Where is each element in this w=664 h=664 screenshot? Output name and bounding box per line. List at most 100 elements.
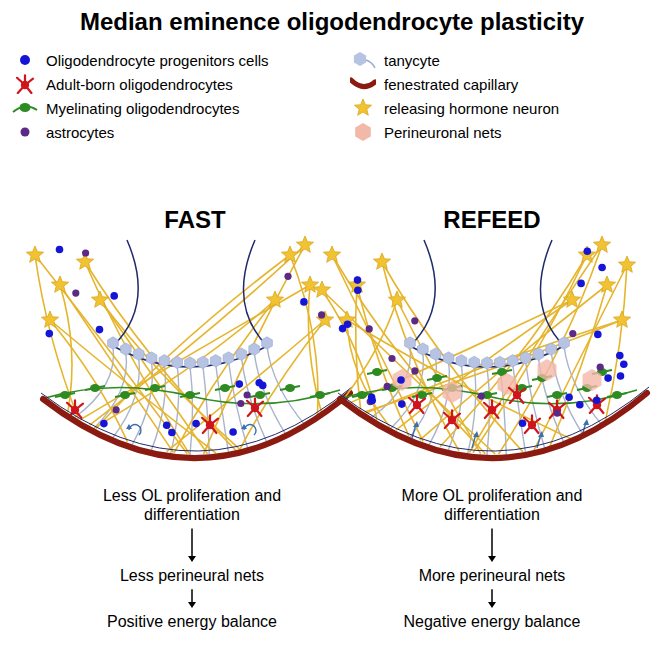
progenitor-cell [620,361,628,369]
proliferation-arrow [473,431,479,437]
legend-item: tanycyte [350,50,440,70]
astrocyte [478,393,485,400]
releasing-hormone-neuron [296,236,313,252]
neuron-axon [85,262,190,454]
proliferation-arrow [244,425,256,435]
astrocyte [284,273,291,280]
third-ventricle [410,240,564,367]
releasing-hormone-neuron [266,291,283,307]
adult-born-oligodendrocyte [206,421,214,429]
outcome-text: Positive energy balance [62,612,322,631]
title: Median eminence oligodendrocyte plastici… [80,8,584,36]
legend-item: Adult-born oligodendrocytes [12,74,233,94]
releasing-hormone-neuron [41,311,58,327]
progenitor-cell [236,380,244,388]
flow-arrow [188,602,196,608]
tanycyte [495,356,506,368]
progenitor-cell [577,280,585,288]
proliferation-arrow [126,424,132,429]
progenitor-cell [565,393,573,401]
progenitor-cell [100,420,108,428]
legend-item: Oligodendrocyte progenitors cells [12,50,269,70]
perineuronal-net [355,123,371,141]
perineuronal-net [538,359,557,381]
fast-panel [26,236,352,458]
progenitor-cell [163,422,171,430]
progenitor-cell [617,372,625,380]
tanycyte [430,348,441,360]
legend-item: Myelinating oligodendrocytes [12,98,239,118]
flow-arrow [488,602,496,608]
neuron-axon [290,255,318,418]
legend-symbol [350,50,376,70]
perineuronal-net [393,369,412,391]
neuron-axon [420,285,607,440]
tanycyte [185,357,196,369]
flow-arrow [191,528,193,557]
proliferation-arrow [538,431,544,437]
releasing-hormone-neuron [354,99,371,115]
adult-born-oligodendrocyte [21,81,29,89]
neuron-axon [174,300,275,453]
astrocyte [72,290,79,297]
astrocyte [113,406,120,413]
tanycyte-process [241,357,267,443]
progenitor-cell [604,374,612,382]
releasing-hormone-neuron [578,246,595,262]
legend-item: releasing hormone neuron [350,98,559,118]
neuron-axon [167,320,325,452]
myelinating-oligodendrocyte [357,391,367,399]
tanycyte [456,355,467,367]
neuron-axon [356,285,361,410]
legend-text: Myelinating oligodendrocytes [46,100,239,117]
neuron-axon [240,320,325,449]
progenitor-cell [368,394,376,402]
neuron-axon [80,285,310,420]
tanycyte [507,355,518,367]
proliferation-arrow [413,421,419,427]
legend-symbol [350,98,376,118]
legend-text: Oligodendrocyte progenitors cells [46,52,269,69]
neuron-axon [204,245,305,454]
outcome-text: More perineural nets [372,566,612,585]
tanycyte [482,357,493,369]
neuron-axon [322,290,495,454]
adult-born-oligodendrocyte [488,406,496,414]
progenitor-cell [594,331,602,339]
legend-text: tanycyte [384,52,440,69]
progenitor-cell [339,325,347,333]
neuron-axon [332,255,423,441]
tanycyte [469,356,480,368]
astrocyte [597,364,604,371]
legend-item: fenestrated capillary [350,74,518,94]
progenitor-cell [593,396,601,404]
legend-text: Perineuronal nets [384,124,502,141]
median-eminence-outline [338,387,649,451]
progenitor-cell [46,330,54,338]
neuron-axon [440,255,587,447]
tanycyte [262,337,273,349]
outcome-text: Less perineural nets [72,566,312,585]
legend-text: astrocytes [46,124,114,141]
astrocyte [554,410,561,417]
tanycyte [405,337,416,349]
flow-arrow [191,589,193,603]
progenitor-cell [20,55,30,65]
tanycyte [354,52,366,66]
progenitor-cell [229,428,237,436]
adult-born-oligodendrocyte [413,401,421,409]
progenitor-cell [519,420,527,428]
progenitor-cell [598,264,606,272]
flow-arrow [491,528,493,557]
progenitor-cell [168,429,176,437]
perineuronal-net [583,369,602,391]
astrocyte [569,330,576,337]
releasing-hormone-neuron [51,276,68,292]
outcome-text: Less OL proliferation and differentiatio… [82,486,302,524]
adult-born-oligodendrocyte [448,416,456,424]
fenestrated-capillary [351,80,375,87]
progenitor-cell [397,376,405,384]
progenitor-cell [616,352,624,360]
progenitor-cell [255,379,263,387]
tanycyte [121,343,132,355]
